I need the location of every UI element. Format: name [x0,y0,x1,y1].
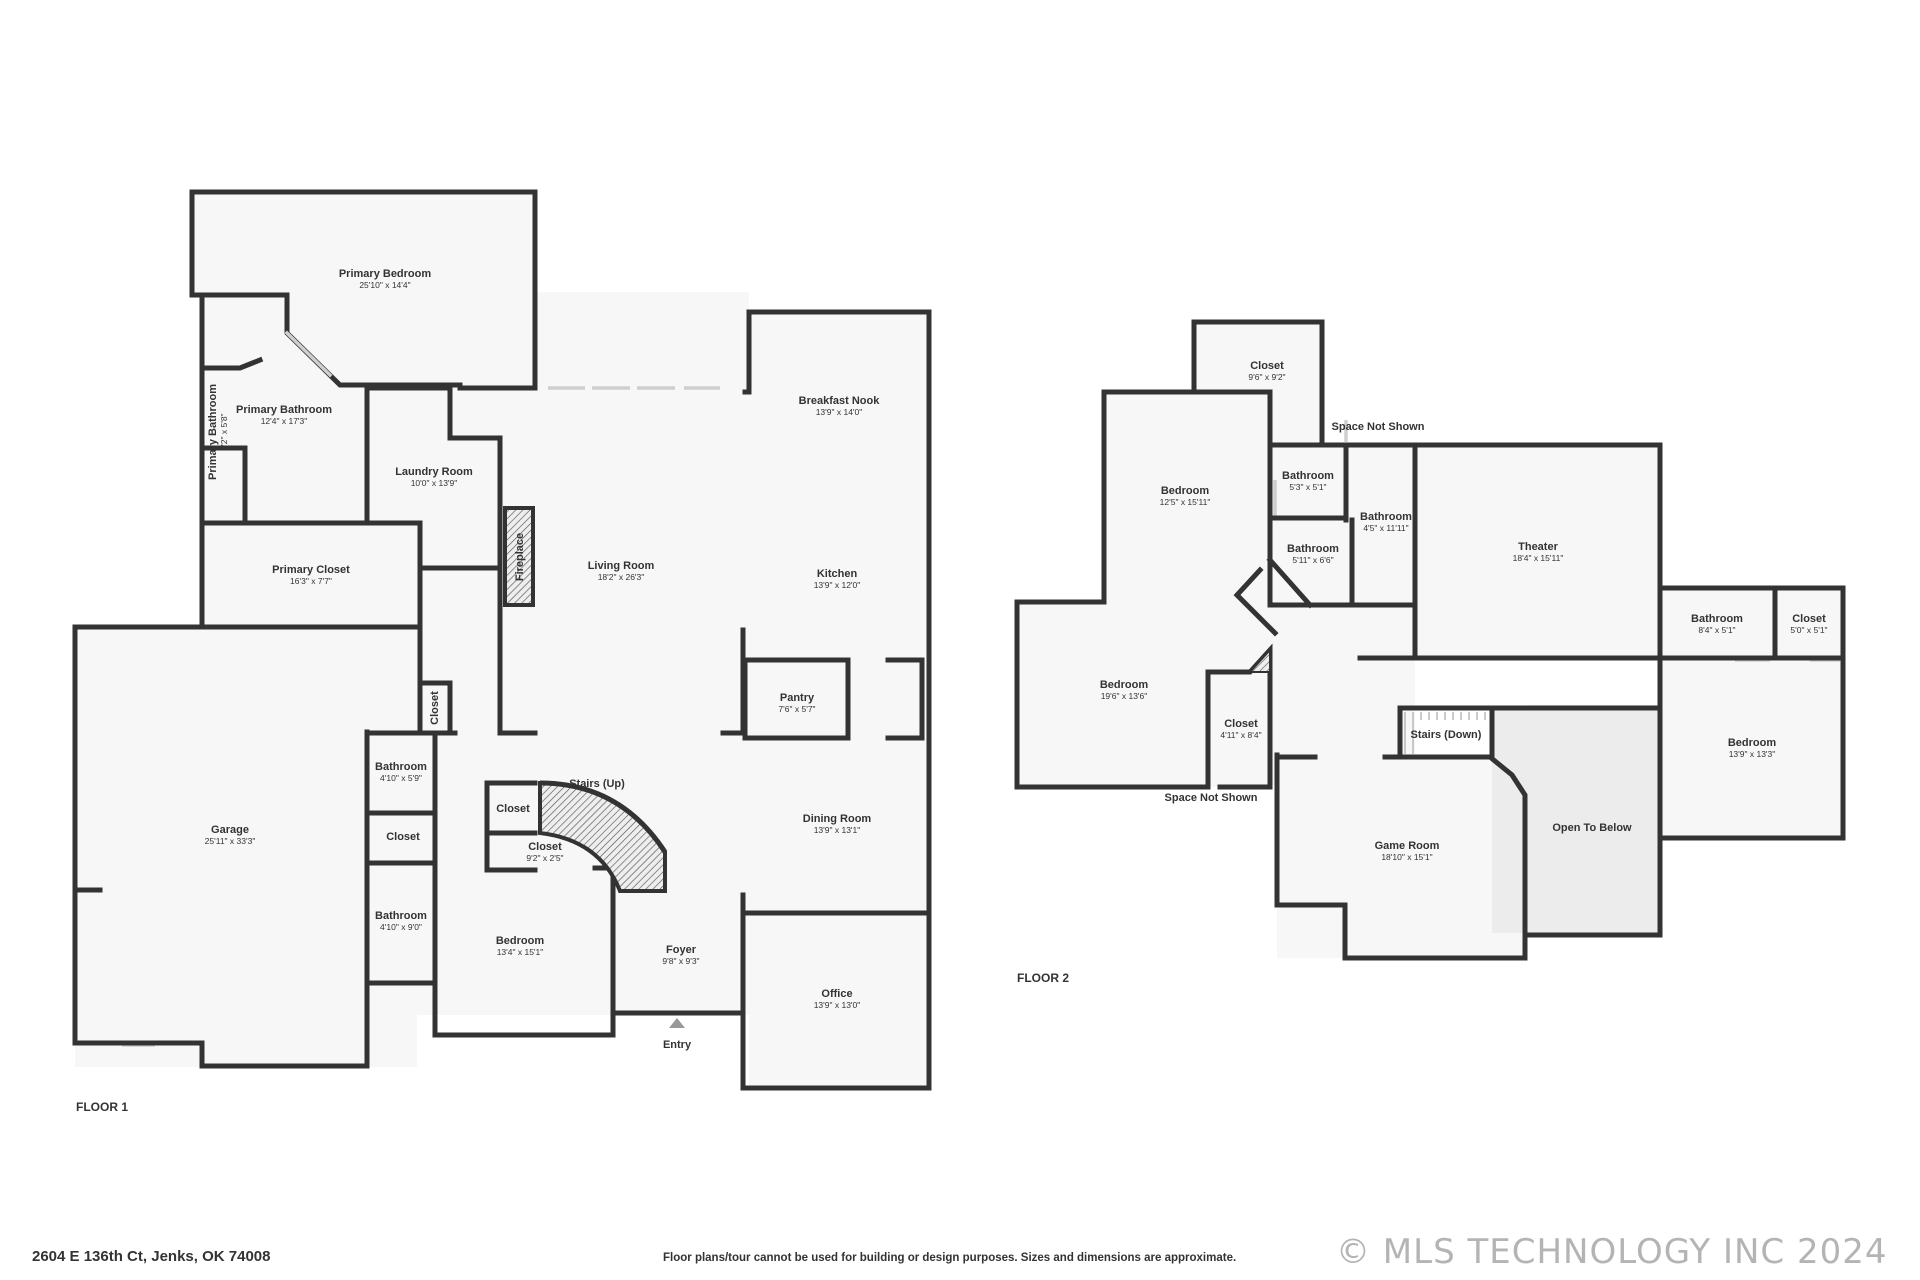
room-dims: 12'4" x 17'3" [261,416,308,426]
room-dims: 18'4" x 15'11" [1513,553,1564,563]
room-name: Closet [1224,718,1258,730]
floor-1-label: FLOOR 1 [76,1100,128,1114]
room-name: Living Room [588,560,655,572]
open-to-below-label: Open To Below [1552,822,1632,834]
room-dims: 4'10" x 9'0" [380,922,422,932]
room-name: Office [821,988,852,1000]
copyright-watermark: © MLS TECHNOLOGY INC 2024 [1336,1232,1888,1272]
room-dims: 13'9" x 13'1" [814,825,861,835]
floor-2-label: FLOOR 2 [1017,971,1069,985]
room-name: Bathroom [1360,511,1412,523]
room-name: Bedroom [1161,485,1210,497]
floor-1-labels: Primary Bedroom 25'10" x 14'4" Primary B… [76,268,880,1114]
room-dims: 18'2" x 26'3" [598,572,645,582]
room-dims: 5'3" x 5'1" [1289,482,1326,492]
room-name: Closet [1792,613,1826,625]
room-dims: 10'0" x 13'9" [411,478,458,488]
floor-1-plan [72,189,932,1091]
room-name: Game Room [1375,840,1440,852]
space-not-shown-label: Space Not Shown [1332,421,1425,433]
fireplace-label: Fireplace [514,533,526,581]
room-name: Closet [386,831,420,843]
floor-2-plan [1014,319,1846,961]
room-dims: 12'5" x 15'11" [1160,497,1211,507]
room-name: Pantry [780,692,815,704]
room-name: Bathroom [1282,470,1334,482]
room-dims: 7'6" x 5'7" [778,704,815,714]
room-name: Primary Bathroom [236,404,332,416]
room-dims: 25'10" x 14'4" [359,280,410,290]
room-dims: 9'6" x 9'2" [1248,372,1285,382]
room-name: Foyer [666,944,697,956]
room-name: Primary Bedroom [339,268,432,280]
space-not-shown-label: Space Not Shown [1165,792,1258,804]
room-dims: 8'4" x 5'1" [1698,625,1735,635]
stairs-up-label: Stairs (Up) [569,778,625,790]
room-dims: 5'11" x 6'6" [1292,555,1333,565]
entry-label: Entry [663,1039,692,1051]
room-dims: 25'11" x 33'3" [205,836,256,846]
room-dims: 13'9" x 13'0" [814,1000,861,1010]
room-name: Bedroom [1728,737,1777,749]
room-dims: 13'9" x 12'0" [814,580,861,590]
floor-2-labels: Closet 9'6" x 9'2" Bedroom 12'5" x 15'11… [1017,360,1828,985]
stairs-down-label: Stairs (Down) [1411,729,1482,741]
room-dims: 4'11" x 8'4" [1220,730,1261,740]
room-name: Kitchen [817,568,858,580]
room-dims: 4'10" x 5'9" [380,773,422,783]
room-name: Dining Room [803,813,872,825]
room-name: Closet [429,691,441,725]
disclaimer-text: Floor plans/tour cannot be used for buil… [663,1252,1237,1264]
room-dims: 16'3" x 7'7" [290,576,332,586]
room-name: Bathroom [375,761,427,773]
room-name: Laundry Room [395,466,473,478]
room-name: Closet [528,841,562,853]
room-dims: 13'4" x 15'1" [497,947,544,957]
room-name: Closet [1250,360,1284,372]
room-dims: 19'6" x 13'6" [1101,691,1148,701]
room-name: Bedroom [1100,679,1149,691]
room-name: Primary Bathroom [207,384,219,480]
room-dims: 4'5" x 11'11" [1363,523,1408,533]
room-name: Bathroom [1287,543,1339,555]
room-dims: 18'10" x 15'1" [1381,852,1432,862]
room-dims: 13'9" x 13'3" [1729,749,1776,759]
room-name: Breakfast Nook [799,395,881,407]
room-name: Bathroom [1691,613,1743,625]
room-name: Closet [496,803,530,815]
room-dims: 13'9" x 14'0" [816,407,863,417]
room-name: Bathroom [375,910,427,922]
room-dims: 3'2" x 5'8" [219,413,229,450]
room-dims: 9'8" x 9'3" [662,956,699,966]
property-address: 2604 E 136th Ct, Jenks, OK 74008 [32,1248,271,1265]
room-name: Primary Closet [272,564,350,576]
room-name: Theater [1518,541,1558,553]
room-name: Bedroom [496,935,545,947]
room-name: Garage [211,824,249,836]
room-dims: 9'2" x 2'5" [526,853,563,863]
room-dims: 5'0" x 5'1" [1790,625,1827,635]
